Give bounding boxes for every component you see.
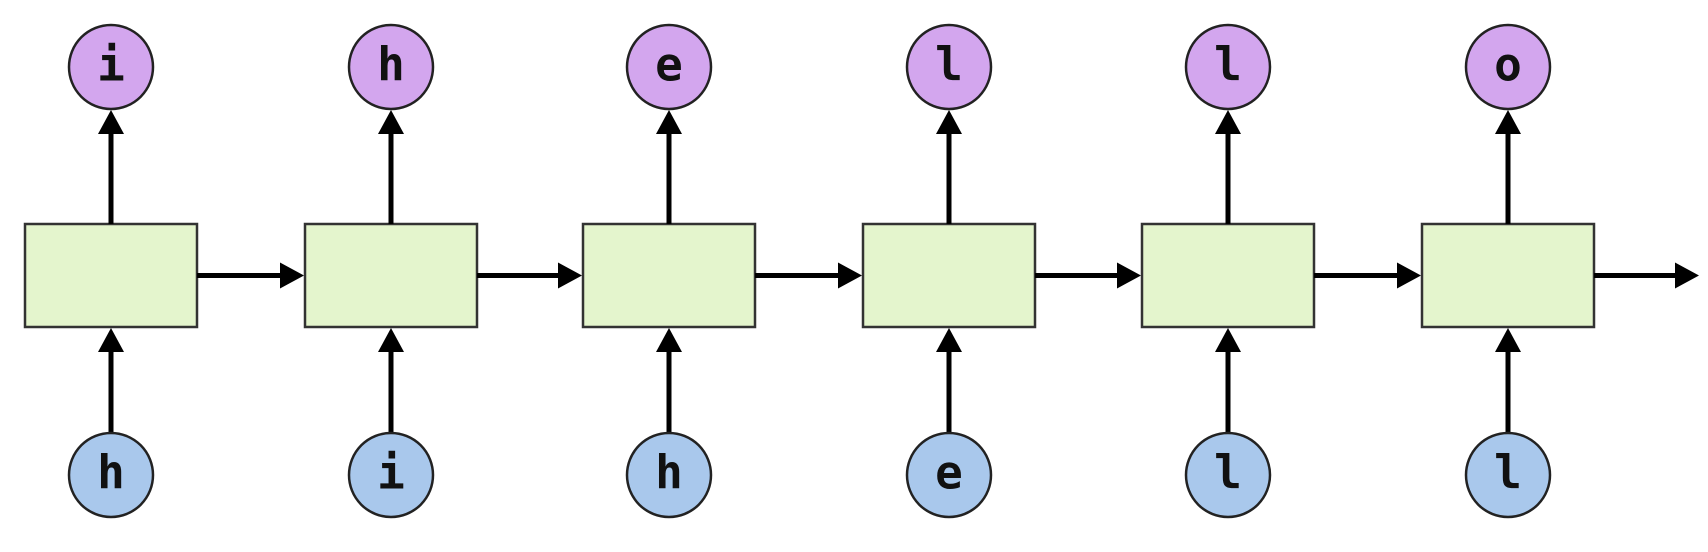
input-node-label: l bbox=[1214, 446, 1242, 500]
recurrent-arrow bbox=[197, 262, 304, 289]
input-arrow bbox=[936, 328, 962, 433]
output-node bbox=[67, 23, 155, 111]
arrow-head bbox=[1215, 328, 1241, 352]
output-node-label: o bbox=[1494, 38, 1522, 92]
output-node-label: e bbox=[655, 38, 683, 92]
input-arrow bbox=[656, 328, 682, 433]
rnn-cell bbox=[1420, 222, 1596, 329]
arrow-head bbox=[1495, 328, 1521, 352]
arrow-head bbox=[378, 328, 404, 352]
input-node-label: e bbox=[935, 446, 963, 500]
input-arrow bbox=[1215, 328, 1241, 433]
input-node-label: h bbox=[655, 446, 683, 500]
arrow-head bbox=[936, 328, 962, 352]
arrow-head bbox=[98, 328, 124, 352]
arrow-head bbox=[558, 262, 582, 289]
output-node-label: l bbox=[1214, 38, 1242, 92]
arrow-head bbox=[280, 262, 304, 289]
input-node-label: l bbox=[1494, 446, 1522, 500]
arrow-head bbox=[1397, 262, 1421, 289]
output-node-label: l bbox=[935, 38, 963, 92]
input-node bbox=[625, 431, 713, 519]
recurrent-arrow bbox=[1314, 262, 1421, 289]
output-arrow bbox=[936, 110, 962, 224]
output-node bbox=[347, 23, 435, 111]
input-node-label: i bbox=[377, 446, 405, 500]
input-node bbox=[1184, 431, 1272, 519]
output-arrow bbox=[1215, 110, 1241, 224]
output-node bbox=[1464, 23, 1552, 111]
rnn-cell bbox=[303, 222, 479, 329]
arrow-head bbox=[1117, 262, 1141, 289]
rnn-cell bbox=[861, 222, 1037, 329]
output-arrow bbox=[656, 110, 682, 224]
output-node-label: i bbox=[97, 38, 125, 92]
input-node bbox=[905, 431, 993, 519]
input-node bbox=[1464, 431, 1552, 519]
output-arrow bbox=[378, 110, 404, 224]
arrow-head bbox=[378, 110, 404, 134]
output-node bbox=[625, 23, 713, 111]
output-node-label: h bbox=[377, 38, 405, 92]
recurrent-arrow bbox=[477, 262, 582, 289]
input-arrow bbox=[378, 328, 404, 433]
output-arrow bbox=[98, 110, 124, 224]
output-node bbox=[905, 23, 993, 111]
input-arrow bbox=[1495, 328, 1521, 433]
arrow-head bbox=[656, 110, 682, 134]
arrow-head bbox=[656, 328, 682, 352]
arrow-head bbox=[838, 262, 862, 289]
input-node bbox=[67, 431, 155, 519]
arrow-head bbox=[1675, 262, 1699, 289]
arrow-head bbox=[1215, 110, 1241, 134]
recurrent-arrow bbox=[1594, 262, 1699, 289]
arrow-head bbox=[98, 110, 124, 134]
input-arrow bbox=[98, 328, 124, 433]
arrow-head bbox=[936, 110, 962, 134]
recurrent-arrow bbox=[755, 262, 862, 289]
output-arrow bbox=[1495, 110, 1521, 224]
input-node bbox=[347, 431, 435, 519]
input-node-label: h bbox=[97, 446, 125, 500]
recurrent-arrow bbox=[1035, 262, 1141, 289]
rnn-cell bbox=[1140, 222, 1316, 329]
output-node bbox=[1184, 23, 1272, 111]
arrow-head bbox=[1495, 110, 1521, 134]
rnn-cell bbox=[581, 222, 757, 329]
rnn-cell bbox=[23, 222, 199, 329]
